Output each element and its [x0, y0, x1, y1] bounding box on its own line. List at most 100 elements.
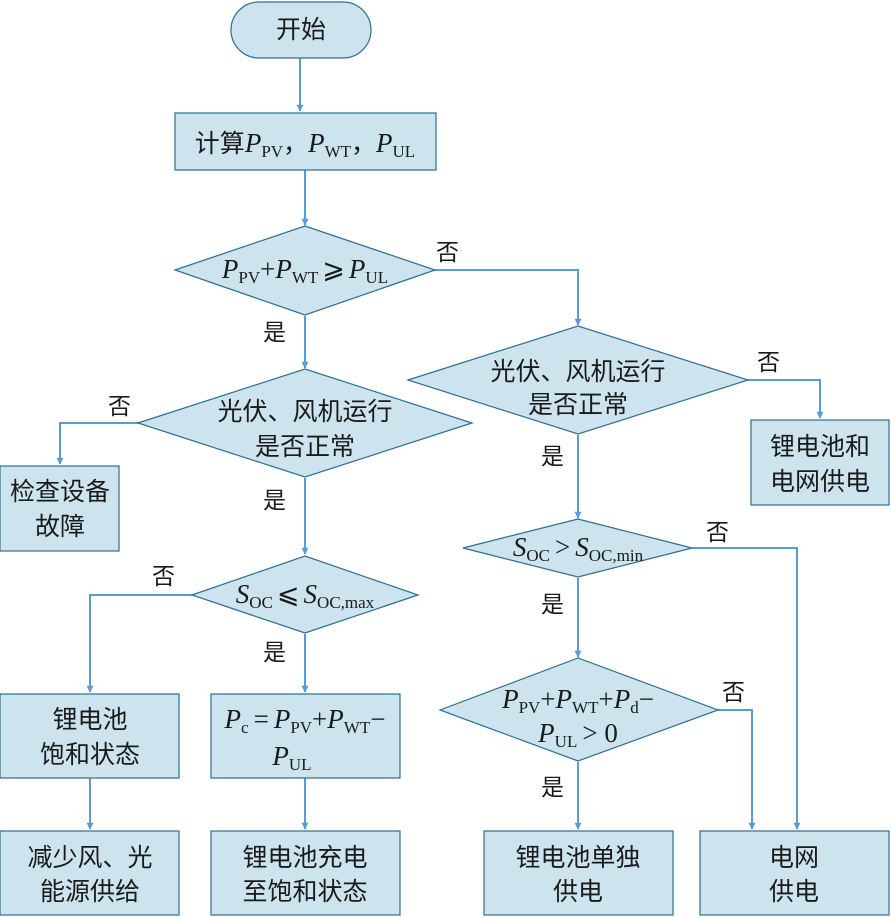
d4-s1: S: [236, 579, 250, 609]
label-d1-yes: 是: [263, 320, 286, 346]
d5-gt: >: [555, 532, 570, 562]
charge-line2: 至饱和状态: [242, 877, 367, 906]
edge-d3-grid-battery-no: [748, 379, 824, 419]
d1-sub-pv: PV: [238, 268, 260, 287]
calc-label: 计算PPV，PWT，PUL: [195, 128, 415, 161]
battery-only-line2: 供电: [553, 877, 603, 906]
d6-plus1: +: [540, 684, 555, 714]
decision-pv-wind-normal-left: 光伏、风机运行 是否正常: [136, 368, 474, 478]
decision-soc-max: SOC⩽SOC,max: [190, 555, 420, 634]
grid-only-line2: 供电: [769, 877, 819, 906]
d5-s2: S: [575, 532, 589, 562]
d6-p1: P: [501, 684, 519, 714]
saturated-shape: [0, 693, 180, 779]
cc-p-wt: P: [326, 704, 344, 734]
start-label: 开始: [276, 15, 326, 44]
cc-p-c: P: [224, 704, 242, 734]
d6-p4: P: [537, 718, 555, 748]
cc-sub-ul: UL: [289, 755, 312, 774]
grid-only-node: 电网 供电: [699, 830, 890, 916]
cc-p-pv: P: [273, 704, 291, 734]
d4-shape: [190, 555, 420, 634]
charge-node: 锂电池充电 至饱和状态: [210, 830, 401, 916]
reduce-line2: 能源供给: [40, 877, 140, 906]
connectors: [56, 58, 824, 830]
cc-plus: +: [312, 704, 327, 734]
calc-p3: P: [375, 128, 393, 158]
reduce-supply-node: 减少风、光 能源供给: [0, 830, 180, 916]
d3-shape: [406, 325, 750, 435]
d6-sub-pv: PV: [519, 698, 541, 717]
reduce-line1: 减少风、光: [27, 843, 152, 872]
calc-prefix: 计算: [195, 129, 245, 158]
grid-battery-shape: [750, 419, 890, 506]
check-fault-node: 检查设备 故障: [0, 465, 120, 552]
cc-sub-pv: PV: [290, 718, 312, 737]
charge-calc-line2: PUL: [271, 741, 311, 774]
d5-sub-oc: OC: [526, 546, 550, 565]
calc-sep1: ，: [283, 129, 308, 158]
label-d3-no: 否: [757, 350, 780, 376]
cc-sub-c: c: [241, 718, 249, 737]
decision-soc-min: SOC>SOC,min: [462, 518, 693, 578]
label-d5-no: 否: [706, 520, 729, 546]
d1-sub-wt: WT: [292, 268, 319, 287]
d1-ge: ⩾: [322, 254, 345, 284]
calc-sep2: ，: [351, 129, 376, 158]
d4-label: SOC⩽SOC,max: [236, 579, 375, 612]
battery-only-shape: [483, 830, 674, 916]
grid-battery-line1: 锂电池和: [770, 432, 870, 461]
label-d3-yes: 是: [541, 444, 564, 470]
grid-only-shape: [699, 830, 890, 916]
d1-label: PPV+PWT⩾PUL: [221, 254, 388, 287]
d1-p1: P: [221, 254, 239, 284]
d6-sub-ul: UL: [555, 732, 578, 751]
edge-d5-grid-no: [692, 547, 801, 830]
saturated-line1: 锂电池: [52, 705, 127, 734]
battery-only-line1: 锂电池单独: [515, 843, 640, 872]
d1-shape: [173, 225, 437, 316]
d1-p3: P: [348, 254, 366, 284]
d5-sub-ocmin: OC,min: [589, 546, 644, 565]
calc-p1: P: [244, 128, 262, 158]
label-d6-yes: 是: [541, 775, 564, 801]
d6-minus: −: [639, 684, 654, 714]
charge-calc-shape: [210, 693, 401, 779]
decision-pv-wind-normal-right: 光伏、风机运行 是否正常: [406, 325, 750, 435]
label-d4-yes: 是: [263, 640, 286, 666]
d2-shape: [136, 368, 474, 478]
d4-sub-ocmax: OC,max: [317, 593, 375, 612]
d6-gt0: > 0: [582, 718, 617, 748]
decision-power-balance: PPV+PWT⩾PUL: [173, 225, 437, 316]
check-fault-line1: 检查设备: [10, 477, 110, 506]
check-fault-line2: 故障: [35, 512, 85, 541]
d2-line2: 是否正常: [255, 432, 355, 461]
grid-battery-line2: 电网供电: [770, 467, 870, 496]
d1-sub-ul: UL: [365, 268, 388, 287]
charge-shape: [210, 830, 401, 916]
label-d6-no: 否: [722, 680, 745, 706]
d1-p2: P: [274, 254, 292, 284]
check-fault-shape: [0, 465, 120, 552]
calc-sub-ul: UL: [393, 142, 416, 161]
grid-battery-node: 锂电池和 电网供电: [750, 419, 890, 506]
calc-node: 计算PPV，PWT，PUL: [174, 112, 437, 171]
d5-label: SOC>SOC,min: [513, 532, 644, 565]
edge-d2-check-no: [56, 422, 138, 465]
calc-sub-wt: WT: [325, 142, 352, 161]
d6-p3: P: [613, 684, 631, 714]
charge-calc-line1: Pc=PPV+PWT−: [224, 704, 386, 737]
d6-p2: P: [555, 684, 573, 714]
d1-plus: +: [260, 254, 275, 284]
reduce-shape: [0, 830, 180, 916]
grid-only-line1: 电网: [769, 843, 819, 872]
d5-s1: S: [513, 532, 527, 562]
d4-le: ⩽: [277, 579, 300, 609]
battery-saturated-node: 锂电池 饱和状态: [0, 693, 180, 779]
start-node: 开始: [230, 1, 372, 59]
d4-s2: S: [304, 579, 318, 609]
edge-d6-grid-no: [718, 709, 756, 830]
d6-sub-d: d: [630, 698, 639, 717]
d3-line1: 光伏、风机运行: [490, 357, 665, 386]
